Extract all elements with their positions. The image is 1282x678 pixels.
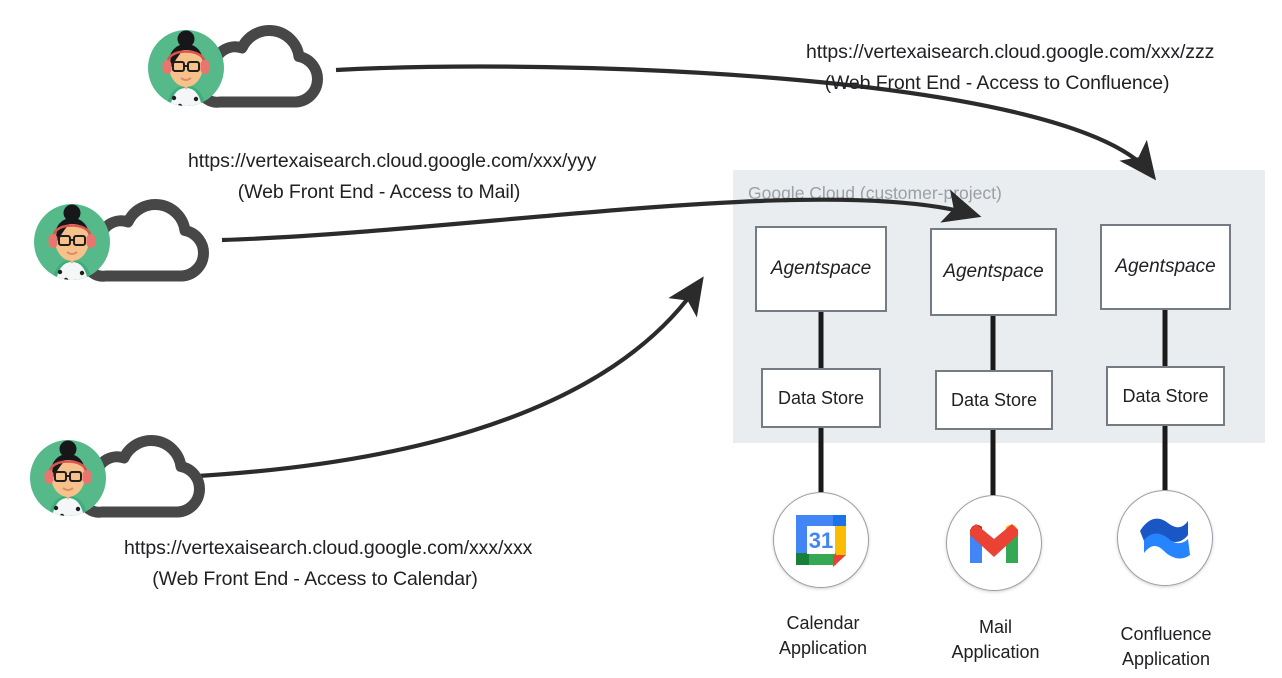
user-avatar [30, 440, 106, 516]
datastore-label-3: Data Store [1122, 385, 1209, 406]
agentspace-label-1: Agentspace [770, 258, 872, 279]
confluence-icon [1140, 518, 1190, 559]
app-caption-calendar-line1: Calendar [786, 613, 860, 633]
app-caption-mail-line2: Application [951, 642, 1040, 662]
url-text-calendar: https://vertexaisearch.cloud.google.com/… [124, 537, 533, 559]
app-caption-confluence-line2: Application [1121, 649, 1211, 669]
app-caption-calendar: Calendar Application [733, 611, 913, 661]
agentspace-box-3[interactable]: Agentspace [1100, 224, 1231, 310]
app-caption-mail: Mail Application [908, 615, 1083, 665]
user-endpoint-confluence[interactable] [146, 18, 336, 118]
app-circle-calendar[interactable]: 31 [773, 492, 869, 588]
url-desc-mail: (Web Front End - Access to Mail) [237, 181, 521, 203]
url-text-mail: https://vertexaisearch.cloud.google.com/… [188, 150, 597, 172]
user-avatar [34, 204, 110, 280]
url-desc-calendar: (Web Front End - Access to Calendar) [152, 568, 478, 590]
gmail-icon [970, 524, 1018, 563]
datastore-box-3[interactable]: Data Store [1106, 366, 1225, 426]
url-text-confluence: https://vertexaisearch.cloud.google.com/… [806, 41, 1215, 63]
url-desc-confluence: (Web Front End - Access to Confluence) [824, 72, 1170, 94]
url-label-mail: https://vertexaisearch.cloud.google.com/… [188, 146, 596, 208]
app-caption-confluence-line1: Confluence [1120, 624, 1212, 644]
google-calendar-icon: 31 [796, 515, 846, 567]
datastore-box-2[interactable]: Data Store [935, 370, 1053, 430]
agentspace-box-2[interactable]: Agentspace [930, 228, 1057, 316]
app-caption-mail-line1: Mail [978, 617, 1012, 637]
google-cloud-container-label: Google Cloud (customer-project) [748, 183, 1002, 203]
app-caption-calendar-line2: Application [778, 638, 868, 658]
app-circle-confluence[interactable] [1117, 490, 1213, 586]
datastore-label-2: Data Store [950, 389, 1038, 410]
app-circle-mail[interactable] [946, 495, 1042, 591]
url-label-calendar: https://vertexaisearch.cloud.google.com/… [124, 533, 532, 595]
connector-calendar [197, 276, 704, 479]
datastore-box-1[interactable]: Data Store [761, 368, 881, 428]
agentspace-box-1[interactable]: Agentspace [755, 226, 887, 312]
svg-text:31: 31 [809, 528, 833, 553]
app-caption-confluence: Confluence Application [1078, 622, 1254, 672]
url-label-confluence: https://vertexaisearch.cloud.google.com/… [806, 37, 1214, 99]
user-endpoint-mail[interactable] [32, 192, 222, 292]
datastore-label-1: Data Store [777, 387, 865, 408]
user-avatar [148, 30, 224, 106]
agentspace-label-3: Agentspace [1115, 256, 1216, 277]
agentspace-label-2: Agentspace [943, 261, 1044, 282]
user-endpoint-calendar[interactable] [28, 428, 218, 528]
